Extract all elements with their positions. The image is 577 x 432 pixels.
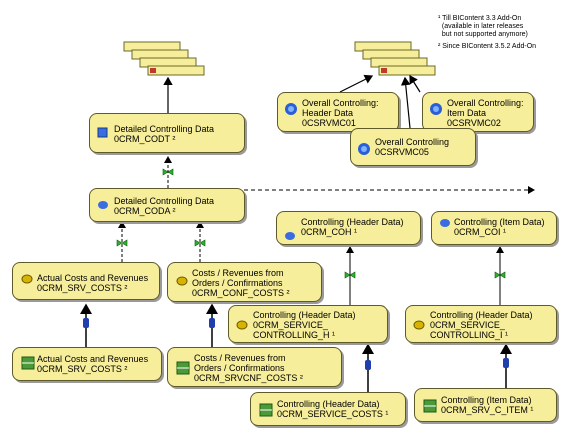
node-conf-costs-ods[interactable]: Costs / Revenues from Orders / Confirmat… bbox=[167, 262, 322, 302]
node-srv-c-item-datasource[interactable]: Controlling (Item Data) 0CRM_SRV_C_ITEM … bbox=[414, 388, 557, 422]
node-label: Controlling (Item Data) 0CRM_COI ¹ bbox=[454, 217, 545, 237]
ods-icon bbox=[439, 217, 451, 231]
footnote-2: ² Since BIContent 3.5.2 Add-On bbox=[438, 43, 537, 50]
node-detailed-controlling-codt[interactable]: Detailed Controlling Data 0CRM_CODT ² bbox=[89, 113, 245, 153]
node-label: Actual Costs and Revenues 0CRM_SRV_COSTS… bbox=[37, 273, 149, 293]
node-label: Controlling (Header Data) 0CRM_SERVICE_ … bbox=[430, 310, 533, 340]
node-overall-controlling-header[interactable]: Overall Controlling: Header Data 0CSRVMC… bbox=[277, 92, 399, 132]
node-controlling-coh[interactable]: Controlling (Header Data) 0CRM_COH ¹ bbox=[276, 211, 421, 245]
report-stack-icon-left bbox=[123, 41, 205, 76]
datasource-icon bbox=[423, 399, 437, 415]
node-label: Detailed Controlling Data 0CRM_CODT ² bbox=[114, 124, 215, 144]
footnote-1: ¹ Till BIContent 3.3 Add-On (available i… bbox=[438, 15, 528, 38]
ods-icon bbox=[176, 275, 188, 289]
node-label: Controlling (Header Data) 0CRM_COH ¹ bbox=[301, 217, 404, 237]
multiprovider-icon bbox=[428, 101, 444, 119]
report-stack-icon-right bbox=[354, 41, 436, 76]
datasource-icon bbox=[176, 361, 190, 377]
node-label: Controlling (Header Data) 0CRM_SERVICE_ … bbox=[253, 310, 356, 340]
node-label: Costs / Revenues from Orders / Confirmat… bbox=[194, 353, 303, 383]
transformation-icon bbox=[116, 168, 506, 279]
multiprovider-icon bbox=[356, 141, 372, 159]
node-srvcnf-costs-datasource[interactable]: Costs / Revenues from Orders / Confirmat… bbox=[167, 347, 342, 387]
node-label: Overall Controlling: Item Data 0CSRVMC02 bbox=[447, 98, 524, 128]
node-label: Costs / Revenues from Orders / Confirmat… bbox=[192, 268, 290, 298]
node-label: Overall Controlling 0CSRVMC05 bbox=[375, 137, 450, 157]
ods-icon bbox=[413, 319, 425, 333]
node-actual-costs-ods[interactable]: Actual Costs and Revenues 0CRM_SRV_COSTS… bbox=[12, 262, 160, 300]
datasource-icon bbox=[21, 356, 35, 372]
ods-icon bbox=[97, 199, 109, 213]
cube-icon bbox=[97, 126, 109, 140]
datasource-icon bbox=[259, 403, 273, 419]
node-controlling-coi[interactable]: Controlling (Item Data) 0CRM_COI ¹ bbox=[431, 211, 557, 245]
node-label: Detailed Controlling Data 0CRM_CODA ² bbox=[114, 196, 215, 216]
node-actual-costs-datasource[interactable]: Actual Costs and Revenues 0CRM_SRV_COSTS… bbox=[12, 347, 162, 381]
node-label: Controlling (Item Data) 0CRM_SRV_C_ITEM … bbox=[441, 395, 534, 415]
datasource-connector-icon bbox=[83, 318, 509, 370]
node-detailed-controlling-coda[interactable]: Detailed Controlling Data 0CRM_CODA ² bbox=[89, 188, 245, 222]
ods-icon bbox=[21, 273, 33, 287]
node-label: Controlling (Header Data) 0CRM_SERVICE_C… bbox=[277, 399, 389, 419]
node-overall-controlling[interactable]: Overall Controlling 0CSRVMC05 bbox=[350, 128, 476, 166]
node-label: Overall Controlling: Header Data 0CSRVMC… bbox=[302, 98, 379, 128]
ods-icon bbox=[284, 230, 296, 244]
node-overall-controlling-item[interactable]: Overall Controlling: Item Data 0CSRVMC02 bbox=[422, 92, 534, 132]
node-service-controlling-i[interactable]: Controlling (Header Data) 0CRM_SERVICE_ … bbox=[405, 305, 557, 343]
node-service-costs-datasource[interactable]: Controlling (Header Data) 0CRM_SERVICE_C… bbox=[250, 392, 406, 426]
node-label: Actual Costs and Revenues 0CRM_SRV_COSTS… bbox=[37, 354, 149, 374]
node-service-controlling-h[interactable]: Controlling (Header Data) 0CRM_SERVICE_ … bbox=[228, 305, 388, 343]
multiprovider-icon bbox=[283, 101, 299, 119]
ods-icon bbox=[236, 319, 248, 333]
